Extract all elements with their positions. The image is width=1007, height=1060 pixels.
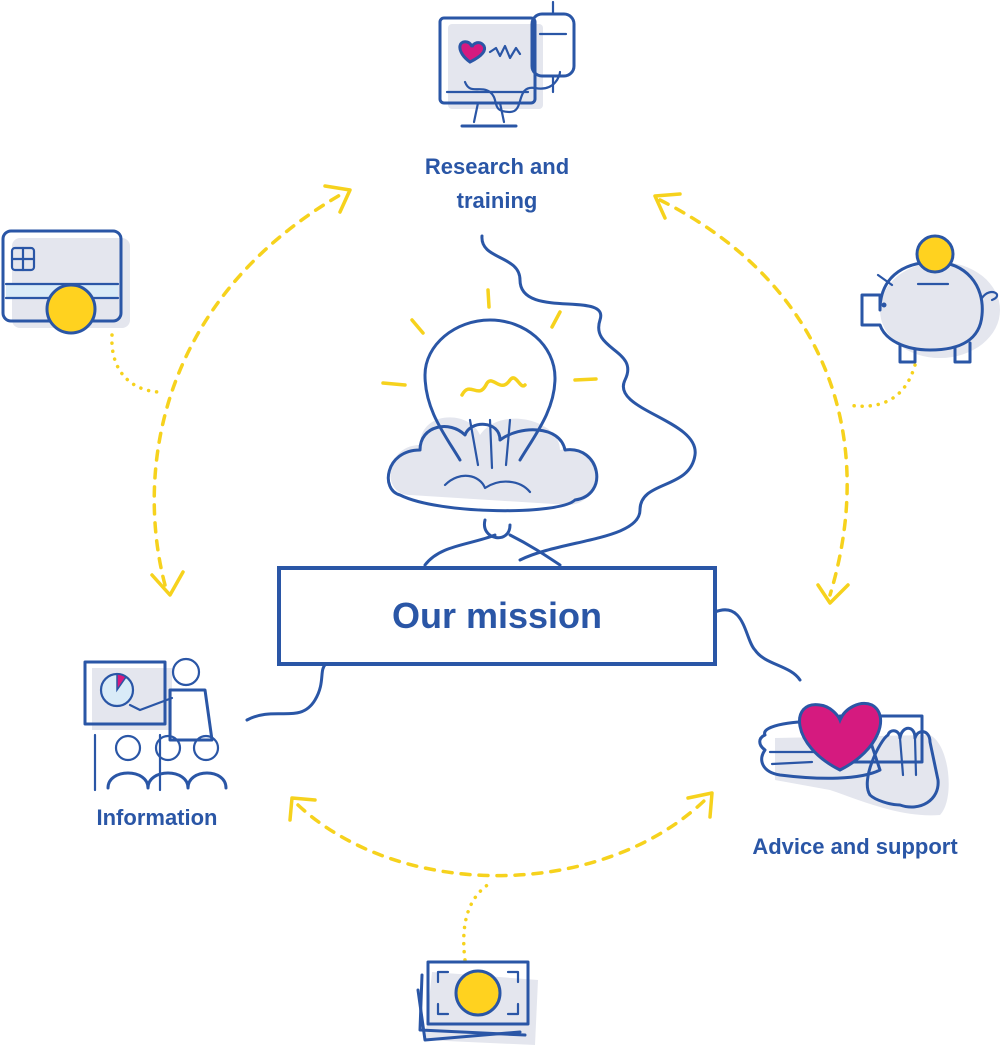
arc-bottom [296, 798, 707, 878]
cord-left [245, 658, 347, 722]
spark-lines [381, 288, 598, 387]
dots-cash [462, 880, 494, 962]
arrowhead-top-right [653, 192, 682, 220]
cord-top [480, 234, 697, 562]
monitor-iv-drip-icon [438, 0, 576, 128]
banknotes-coin-icon [416, 960, 538, 1045]
arrowhead-bottom-right [686, 791, 714, 819]
node-research-line2: training [457, 188, 538, 213]
arrowhead-bottom-left [288, 796, 317, 822]
arc-top-to-right [658, 198, 849, 597]
node-advice-label: Advice and support [752, 834, 958, 859]
credit-card-coin-icon [1, 229, 130, 335]
node-information: Information [83, 657, 228, 830]
dots-card [110, 333, 160, 394]
mission-title: Our mission [392, 595, 602, 636]
cycle-arrows [110, 184, 917, 962]
box-suspension [423, 533, 562, 567]
lightbulb-cloud-icon [381, 288, 599, 540]
presentation-audience-icon [83, 657, 228, 792]
node-advice: Advice and support [752, 702, 958, 859]
arrowhead-left-bottom [150, 570, 185, 597]
arc-left-to-top [152, 193, 342, 587]
hands-heart-icon [758, 702, 949, 816]
node-research: Research and training [425, 0, 576, 213]
cord-right [713, 608, 802, 682]
arrowhead-right-bottom [816, 583, 850, 605]
node-research-line1: Research and [425, 154, 569, 179]
mission-box: Our mission [277, 566, 717, 666]
piggy-bank-icon [860, 234, 1000, 364]
node-information-label: Information [97, 805, 218, 830]
arrowhead-top-left [323, 184, 352, 214]
dots-piggy [846, 363, 917, 408]
